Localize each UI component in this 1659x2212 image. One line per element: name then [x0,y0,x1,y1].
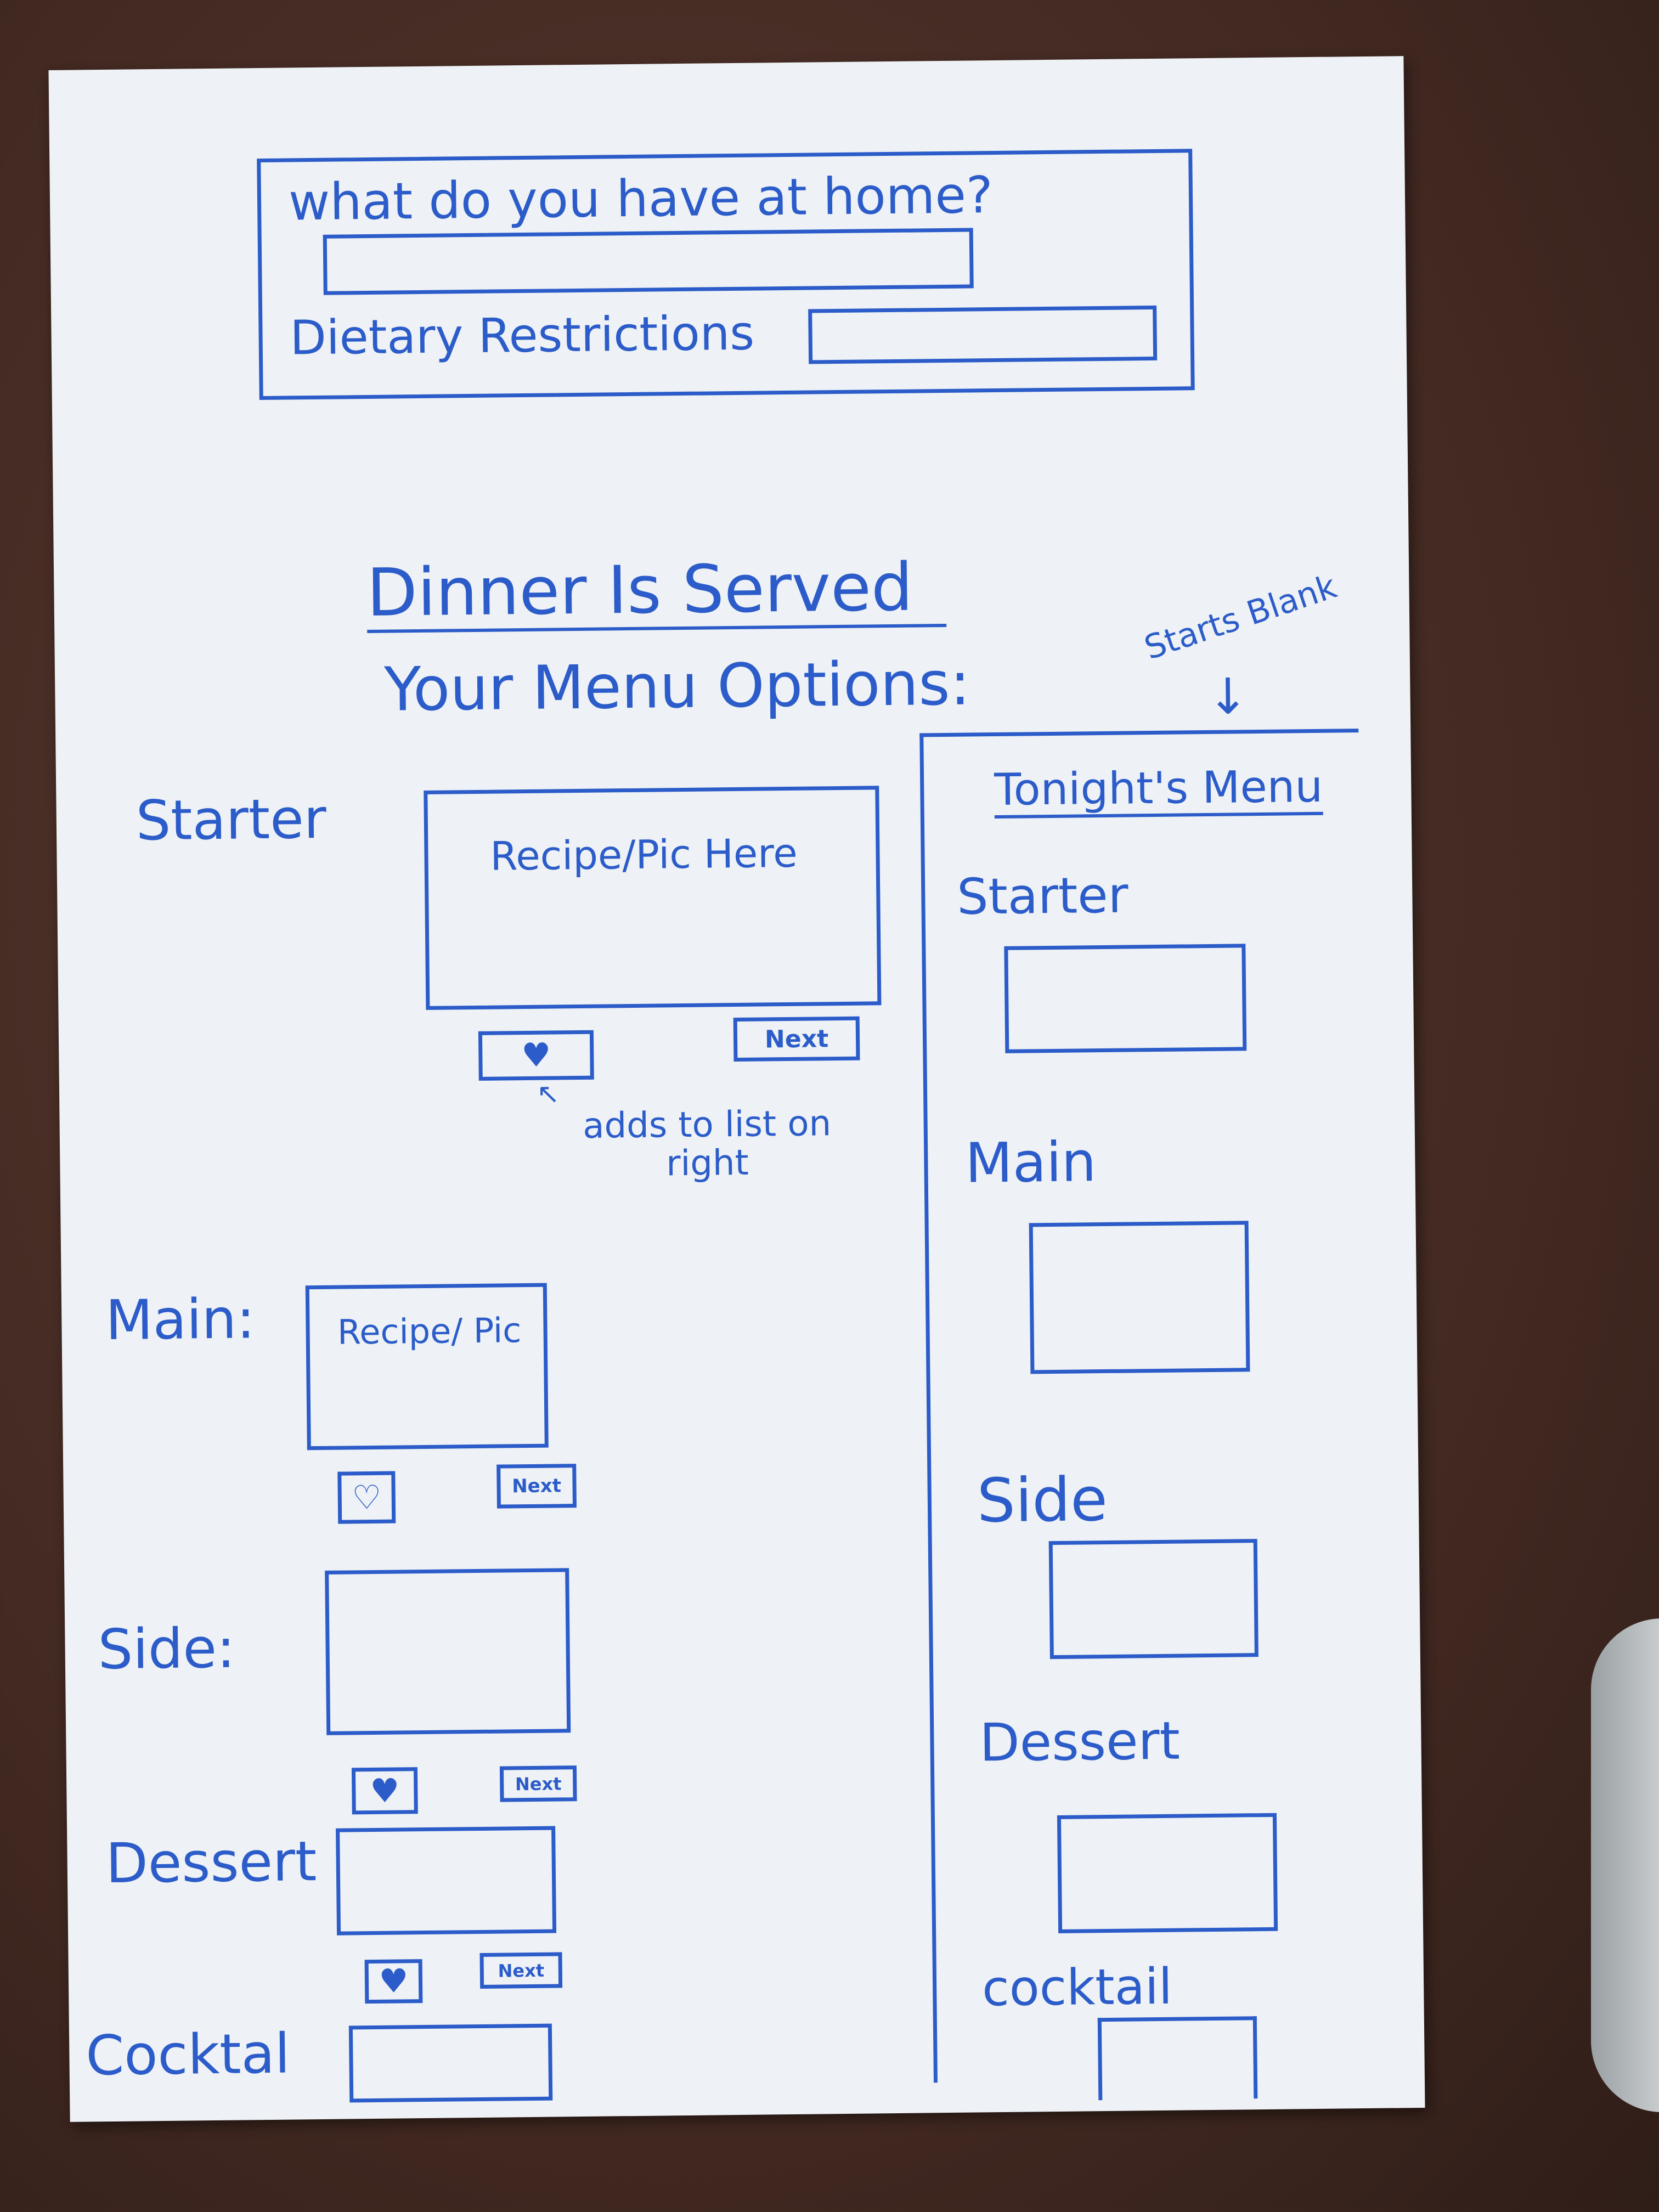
side-favorite-button[interactable]: ♥ [351,1767,418,1815]
tonights-menu-side-label: Side [977,1464,1108,1536]
heart-icon: ♥ [521,1036,551,1075]
tonights-menu-dessert-label: Dessert [979,1711,1181,1774]
tonights-menu-main-slot [1029,1221,1250,1374]
ingredients-input[interactable] [323,228,974,295]
starter-card-text: Recipe/Pic Here [490,830,798,879]
dessert-next-button[interactable]: Next [479,1952,563,1989]
dietary-restrictions-input[interactable] [808,305,1158,364]
dessert-favorite-button[interactable]: ♥ [364,1959,423,2004]
tonights-menu-main-label: Main [964,1130,1097,1195]
dessert-label: Dessert [105,1829,317,1896]
tonights-menu-starter-slot [1004,944,1247,1053]
starter-label: Starter [136,786,327,853]
starts-blank-annotation: Starts Blank [1139,567,1341,668]
tonights-menu-cocktail-slot [1097,2016,1258,2101]
note-arrow-icon: ↖ [536,1077,560,1110]
ingredients-question: what do you have at home? [288,166,994,232]
right-panel-divider [919,733,938,2083]
dietary-restrictions-label: Dietary Restrictions [290,306,755,366]
heart-icon: ♡ [351,1478,382,1517]
computer-mouse [1591,1618,1659,2112]
side-label: Side: [98,1616,236,1682]
page-title: Dinner Is Served [366,550,946,634]
main-recipe-card[interactable] [305,1283,549,1451]
main-favorite-button[interactable]: ♡ [337,1471,396,1524]
tonights-menu-dessert-slot [1057,1813,1278,1933]
heart-icon: ♥ [370,1771,400,1810]
main-label: Main: [105,1286,256,1353]
main-next-button[interactable]: Next [496,1464,577,1509]
cocktail-recipe-card[interactable] [348,2023,553,2103]
starter-next-button[interactable]: Next [733,1016,860,1062]
cocktail-label: Cocktal [85,2021,291,2088]
menu-options-heading: Your Menu Options: [383,648,971,725]
tonights-menu-title: Tonight's Menu [994,761,1323,819]
right-panel-top-line [919,729,1359,737]
side-next-button[interactable]: Next [499,1765,577,1802]
arrow-icon: ↓ [1207,668,1249,726]
tonights-menu-starter-label: Starter [956,866,1129,926]
paper-sketch: what do you have at home? Dietary Restri… [48,56,1425,2122]
heart-icon: ♥ [379,1962,409,2001]
starter-recipe-card[interactable] [424,786,882,1010]
tonights-menu-cocktail-label: cocktail [981,1957,1173,2018]
dessert-recipe-card[interactable] [336,1826,557,1936]
side-recipe-card[interactable] [325,1568,571,1735]
starter-favorite-button[interactable]: ♥ [478,1030,594,1081]
main-card-text: Recipe/ Pic [337,1310,522,1352]
tonights-menu-side-slot [1048,1539,1259,1660]
starter-favorite-note: adds to list on right [582,1103,832,1184]
